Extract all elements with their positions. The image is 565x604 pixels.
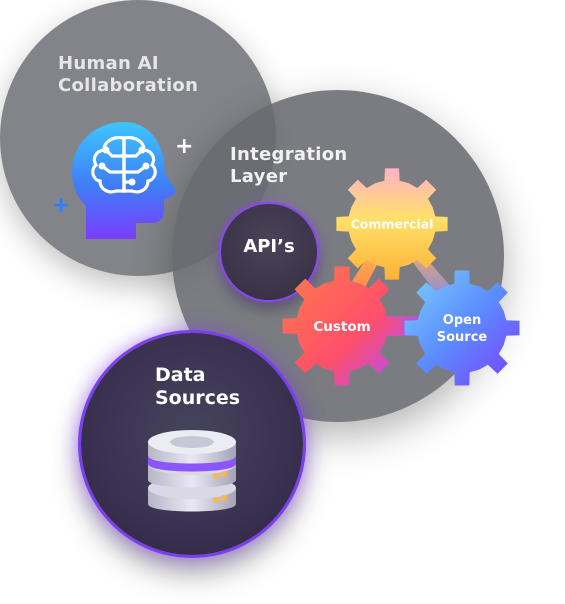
data-sources-title: Data Sources <box>155 364 240 410</box>
human-ai-title: Human AI Collaboration <box>58 53 198 96</box>
data-sources-title-line1: Data <box>155 364 206 386</box>
plus-icon: + <box>175 134 194 159</box>
gear-open-source-icon <box>404 270 520 386</box>
database-icon <box>148 430 236 512</box>
human-ai-title-line2: Collaboration <box>58 74 199 96</box>
ai-head-icon <box>72 122 176 239</box>
gear-custom-label: Custom <box>313 319 370 335</box>
gear-custom-icon <box>282 266 402 386</box>
integration-title-line2: Layer <box>230 165 288 187</box>
integration-title-line1: Integration <box>230 144 348 165</box>
gear-open-source-label: Open <box>443 313 481 328</box>
plus-icon: + <box>52 193 71 218</box>
gear-commercial-icon <box>336 168 448 280</box>
gear-commercial-label: Commercial <box>351 217 434 232</box>
human-ai-title-line1: Human AI <box>58 53 159 74</box>
api-label: API’s <box>243 236 295 257</box>
data-sources-title-line2: Sources <box>155 386 241 409</box>
integration-layer-title: Integration Layer <box>230 144 348 187</box>
gear-open-source-label: Source <box>437 330 488 345</box>
